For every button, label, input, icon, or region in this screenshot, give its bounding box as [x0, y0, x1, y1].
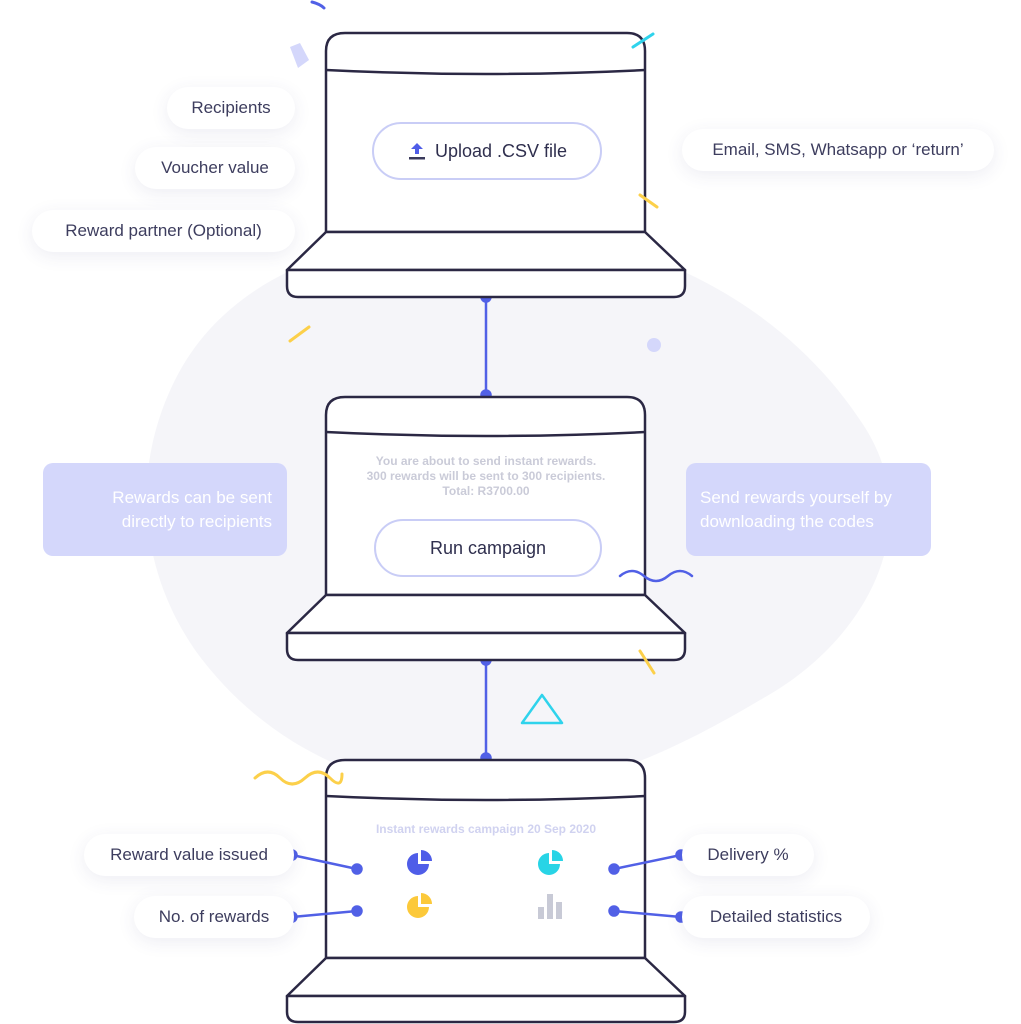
tile-no-of-rewards [357, 895, 479, 927]
summary-line-2: 300 rewards will be sent to 300 recipien… [366, 469, 606, 483]
run-campaign-button[interactable]: Run campaign [374, 519, 602, 577]
label-delivery-percent-text: Delivery % [707, 845, 789, 864]
tile-detailed-stats [489, 895, 611, 927]
campaign-summary: You are about to send instant rewards. 3… [330, 454, 642, 499]
label-voucher-value: Voucher value [135, 147, 295, 189]
laptop-dashboard [285, 758, 687, 1024]
label-detailed-statistics-text: Detailed statistics [709, 907, 843, 926]
dashboard-title: Instant rewards campaign 20 Sep 2020 [375, 822, 597, 836]
tile-delivery [489, 853, 611, 885]
upload-csv-button[interactable]: Upload .CSV file [372, 122, 602, 180]
label-reward-value-issued: Reward value issued [84, 834, 294, 876]
label-no-of-rewards-text: No. of rewards [158, 907, 270, 926]
confetti-decorations [253, 0, 694, 786]
label-delivery-channels-text: Email, SMS, Whatsapp or ‘return’ [712, 140, 964, 159]
label-detailed-statistics: Detailed statistics [682, 896, 870, 938]
label-reward-value-issued-text: Reward value issued [110, 845, 268, 864]
summary-line-3: Total: R3700.00 [442, 484, 530, 498]
tile-reward-value [357, 853, 479, 885]
note-send-direct-text: Rewards can be sent directly to recipien… [112, 487, 272, 531]
label-delivery-percent: Delivery % [682, 834, 814, 876]
label-no-of-rewards: No. of rewards [134, 896, 294, 938]
upload-icon [407, 141, 427, 161]
note-download-codes-text: Send rewards yourself by downloading the… [700, 487, 892, 531]
label-recipients: Recipients [167, 87, 295, 129]
summary-line-1: You are about to send instant rewards. [375, 454, 597, 468]
label-delivery-channels: Email, SMS, Whatsapp or ‘return’ [682, 129, 994, 171]
label-reward-partner-text: Reward partner (Optional) [65, 221, 262, 240]
upload-csv-label: Upload .CSV file [434, 140, 568, 161]
label-recipients-text: Recipients [191, 98, 271, 117]
note-send-direct: Rewards can be sent directly to recipien… [43, 463, 287, 556]
label-voucher-value-text: Voucher value [161, 158, 269, 177]
label-reward-partner: Reward partner (Optional) [32, 210, 295, 252]
note-download-codes: Send rewards yourself by downloading the… [686, 463, 931, 556]
metric-connectors [286, 849, 687, 923]
run-campaign-label: Run campaign [429, 537, 547, 558]
